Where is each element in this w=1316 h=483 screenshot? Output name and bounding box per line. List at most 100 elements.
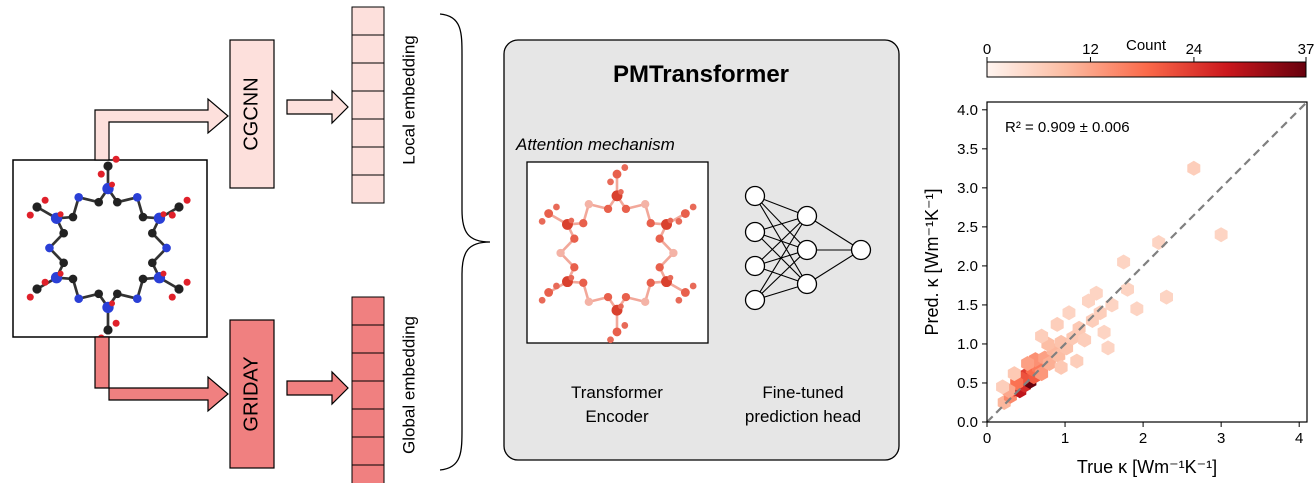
atom — [160, 270, 167, 277]
attention-atom — [579, 219, 588, 228]
attention-atom — [675, 296, 683, 304]
hexbin-cell — [1105, 297, 1119, 313]
hexbin-cell — [1054, 359, 1068, 375]
global-embedding-cell — [351, 324, 385, 354]
hexbin-cell — [1035, 328, 1049, 344]
attention-atom — [655, 234, 664, 243]
hexbin-cell — [1070, 353, 1084, 369]
atom — [138, 212, 148, 222]
hexbin-cell — [1078, 332, 1092, 348]
attention-atom — [621, 164, 629, 171]
mof-structure-image — [26, 155, 191, 342]
nn-node — [850, 239, 872, 261]
atom — [112, 319, 120, 327]
attention-atom — [680, 209, 690, 218]
atom — [132, 192, 142, 202]
encoder-label-line2: Encoder — [585, 407, 649, 426]
attention-atom — [680, 288, 690, 297]
colorbar — [986, 61, 1307, 78]
attention-atom — [646, 219, 655, 228]
attention-atom — [646, 278, 655, 287]
attention-atom — [570, 263, 579, 272]
attention-atom — [618, 189, 624, 195]
hexbin-cell — [1160, 289, 1173, 305]
global-embedding-cell — [351, 464, 385, 483]
head-label-line2: prediction head — [745, 407, 861, 426]
hexbin-cell — [1121, 281, 1134, 297]
attention-atom — [544, 288, 554, 297]
y-tick-label: 2.5 — [957, 219, 978, 236]
attention-atom — [621, 292, 631, 302]
attention-atom — [607, 178, 614, 186]
atom — [74, 192, 84, 202]
nn-edge — [754, 215, 808, 301]
y-tick-label: 0.5 — [957, 375, 978, 392]
encoder-label-line1: Transformer — [571, 383, 663, 402]
nn-node — [796, 205, 818, 227]
colorbar-tick-label: 12 — [1082, 41, 1099, 58]
hexbin-cell — [1117, 254, 1131, 270]
y-tick-label: 1.0 — [957, 336, 978, 353]
atom — [160, 211, 167, 218]
attention-atom — [669, 248, 678, 258]
y-tick-label: 3.5 — [957, 141, 978, 158]
nn-node — [796, 239, 818, 261]
attention-atom — [689, 282, 697, 290]
attention-atom — [553, 203, 560, 211]
hexbin-cell — [1152, 235, 1166, 250]
atom — [103, 325, 113, 335]
attention-atom — [689, 203, 697, 211]
nn-edge — [754, 215, 808, 267]
local-embedding-label: Local embedding — [399, 35, 418, 164]
hexbin-cell — [1035, 366, 1049, 382]
x-tick-label: 1 — [1061, 430, 1069, 447]
attention-atom — [568, 274, 575, 281]
global-embedding-cell — [351, 408, 385, 438]
attention-atom — [607, 336, 614, 344]
x-tick-label: 4 — [1295, 430, 1303, 447]
hexbin-cell — [1101, 340, 1115, 356]
griday-label: GRIDAY — [240, 356, 262, 431]
colorbar-title: Count — [1126, 37, 1167, 54]
hexbin-cell — [1187, 160, 1201, 176]
x-axis-label: True κ [Wm⁻¹K⁻¹] — [1077, 457, 1217, 477]
nn-edge — [806, 215, 862, 251]
hexbin-cell — [996, 379, 1010, 395]
atom — [32, 284, 42, 294]
curly-brace — [439, 13, 491, 471]
hexbin-cell — [1062, 305, 1076, 321]
atom — [103, 161, 113, 171]
attention-atom — [603, 204, 613, 214]
attention-atom — [544, 209, 554, 218]
cgcnn-label: CGCNN — [240, 77, 262, 150]
global-embedding-vector — [351, 296, 385, 483]
colorbar-tick-label: 0 — [983, 41, 991, 58]
atom — [26, 293, 34, 301]
local-embedding-cell — [351, 146, 385, 176]
atom — [168, 293, 176, 301]
atom — [168, 211, 176, 219]
attention-atom — [579, 278, 588, 287]
atom — [112, 155, 120, 163]
arrow-to-global-embedding — [286, 370, 349, 406]
local-embedding-cell — [351, 90, 385, 120]
atom — [94, 197, 104, 207]
griday-box: GRIDAY — [229, 319, 275, 469]
attention-atom — [641, 199, 650, 209]
local-embedding-cell — [351, 62, 385, 92]
nn-edge — [754, 249, 808, 301]
atom — [59, 258, 69, 268]
atom — [109, 181, 116, 188]
x-tick-label: 2 — [1139, 430, 1147, 447]
atom — [147, 228, 157, 238]
global-embedding-cell — [351, 436, 385, 466]
attention-atom — [603, 292, 613, 302]
atom — [138, 274, 148, 284]
cgcnn-box: CGCNN — [229, 39, 275, 189]
nn-node — [744, 255, 766, 277]
atom — [68, 274, 78, 284]
atom — [112, 289, 122, 299]
attention-atom — [667, 274, 674, 281]
hexbin-cell — [1130, 301, 1144, 317]
